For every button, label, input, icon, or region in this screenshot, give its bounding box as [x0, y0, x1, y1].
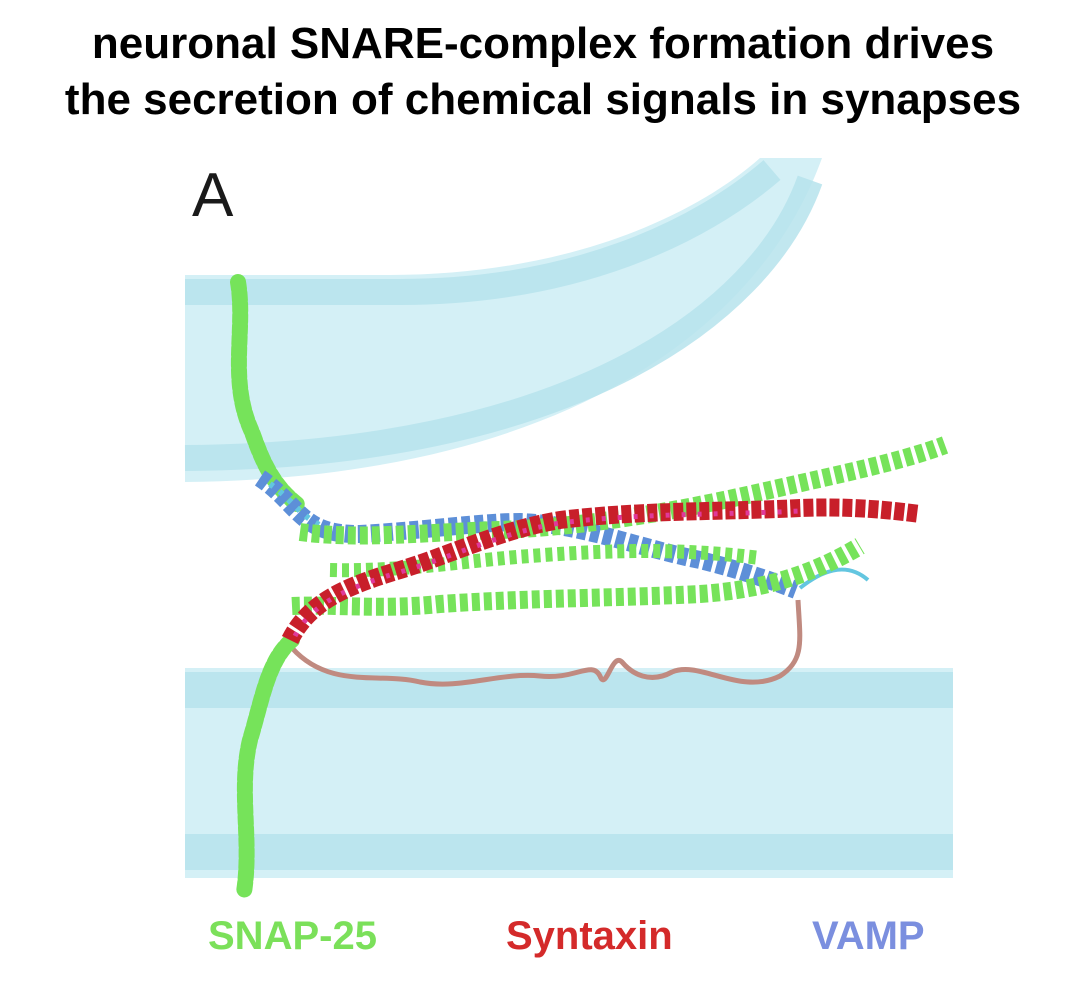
snap25-top-helix: [298, 436, 949, 545]
figure-title: neuronal SNARE-complex formation drives …: [0, 16, 1086, 128]
syntaxin-highlight: [292, 508, 801, 638]
plasma-membrane: [185, 668, 953, 878]
syntaxin-helix: [281, 498, 922, 645]
legend-snap25: SNAP-25: [208, 914, 377, 958]
vesicle-membrane: [184, 158, 823, 482]
snap25-mid-helix: [329, 544, 761, 578]
legend-vamp: VAMP: [812, 914, 925, 958]
snap25-lower-helix: [236, 632, 300, 900]
snap25-bottom-helix: [291, 538, 865, 616]
title-line-1: neuronal SNARE-complex formation drives: [91, 19, 995, 68]
legend-syntaxin: Syntaxin: [506, 914, 673, 958]
panel-letter: A: [192, 161, 234, 230]
title-line-2: the secretion of chemical signals in syn…: [64, 75, 1022, 124]
syntaxin-linker: [290, 599, 803, 687]
